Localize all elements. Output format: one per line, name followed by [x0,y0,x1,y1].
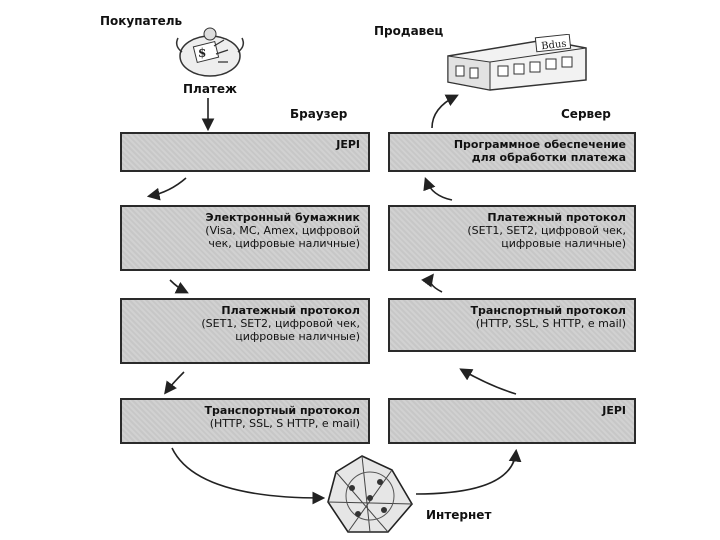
right-transport-protocol-title: Транспортный протокол [470,304,626,317]
right-software-line-1: для обработки платежа [471,151,626,164]
arrow-payment-to-software [423,177,453,201]
payment-label: Платеж [183,82,237,96]
right-transport-protocol-line-1: (HTTP, SSL, S HTTP, e mail) [475,317,626,330]
left-jepi-box: JEPI [120,132,370,172]
left-wallet-line-1: (Visa, MC, Amex, цифровой [205,224,360,237]
left-wallet-title: Электронный бумажник [205,211,360,224]
buyer-label: Покупатель [100,14,183,28]
arrow-internet-to-jepi [415,448,522,495]
browser-label: Браузер [290,107,348,121]
buyer-money-icon: $ [175,27,245,77]
left-payment-protocol-line-2: цифровые наличные) [235,330,360,343]
shop-sign: Bdus [541,39,567,53]
arrow-transport-to-internet [171,447,326,505]
left-wallet-box: Электронный бумажник (Visa, MC, Amex, ци… [120,205,370,271]
right-jepi-title: JEPI [602,404,626,417]
right-payment-protocol-line-1: (SET1, SET2, цифровой чек, [467,224,626,237]
left-transport-protocol-title: Транспортный протокол [204,404,360,417]
right-transport-protocol-box: Транспортный протокол (HTTP, SSL, S HTTP… [388,298,636,352]
right-payment-protocol-line-2: цифровые наличные) [501,237,626,250]
internet-label: Интернет [426,508,492,522]
arrow-jepi-to-transport [459,368,517,395]
right-payment-protocol-box: Платежный протокол (SET1, SET2, цифровой… [388,205,636,271]
server-label: Сервер [561,107,611,121]
right-software-title: Программное обеспечение [453,138,626,151]
left-payment-protocol-line-1: (SET1, SET2, цифровой чек, [201,317,360,330]
left-payment-protocol-box: Платежный протокол (SET1, SET2, цифровой… [120,298,370,364]
arrow-payment-to-transport [164,371,185,395]
right-payment-protocol-title: Платежный протокол [487,211,626,224]
arrow-jepi-to-wallet [146,177,187,201]
arrow-wallet-to-payment [169,279,189,294]
internet-globe-icon [327,455,413,533]
left-jepi-title: JEPI [336,138,360,151]
shop-building-icon: Bdus [447,34,587,91]
svg-text:$: $ [198,46,206,60]
left-transport-protocol-box: Транспортный протокол (HTTP, SSL, S HTTP… [120,398,370,444]
right-jepi-box: JEPI [388,398,636,444]
right-software-box: Программное обеспечение для обработки пл… [388,132,636,172]
left-payment-protocol-title: Платежный протокол [221,304,360,317]
left-transport-protocol-line-1: (HTTP, SSL, S HTTP, e mail) [209,417,360,430]
arrow-transport-to-payment [421,273,443,293]
left-wallet-line-2: чек, цифровые наличные) [208,237,360,250]
seller-label: Продавец [374,24,444,38]
arrow-software-to-shop [431,94,459,129]
